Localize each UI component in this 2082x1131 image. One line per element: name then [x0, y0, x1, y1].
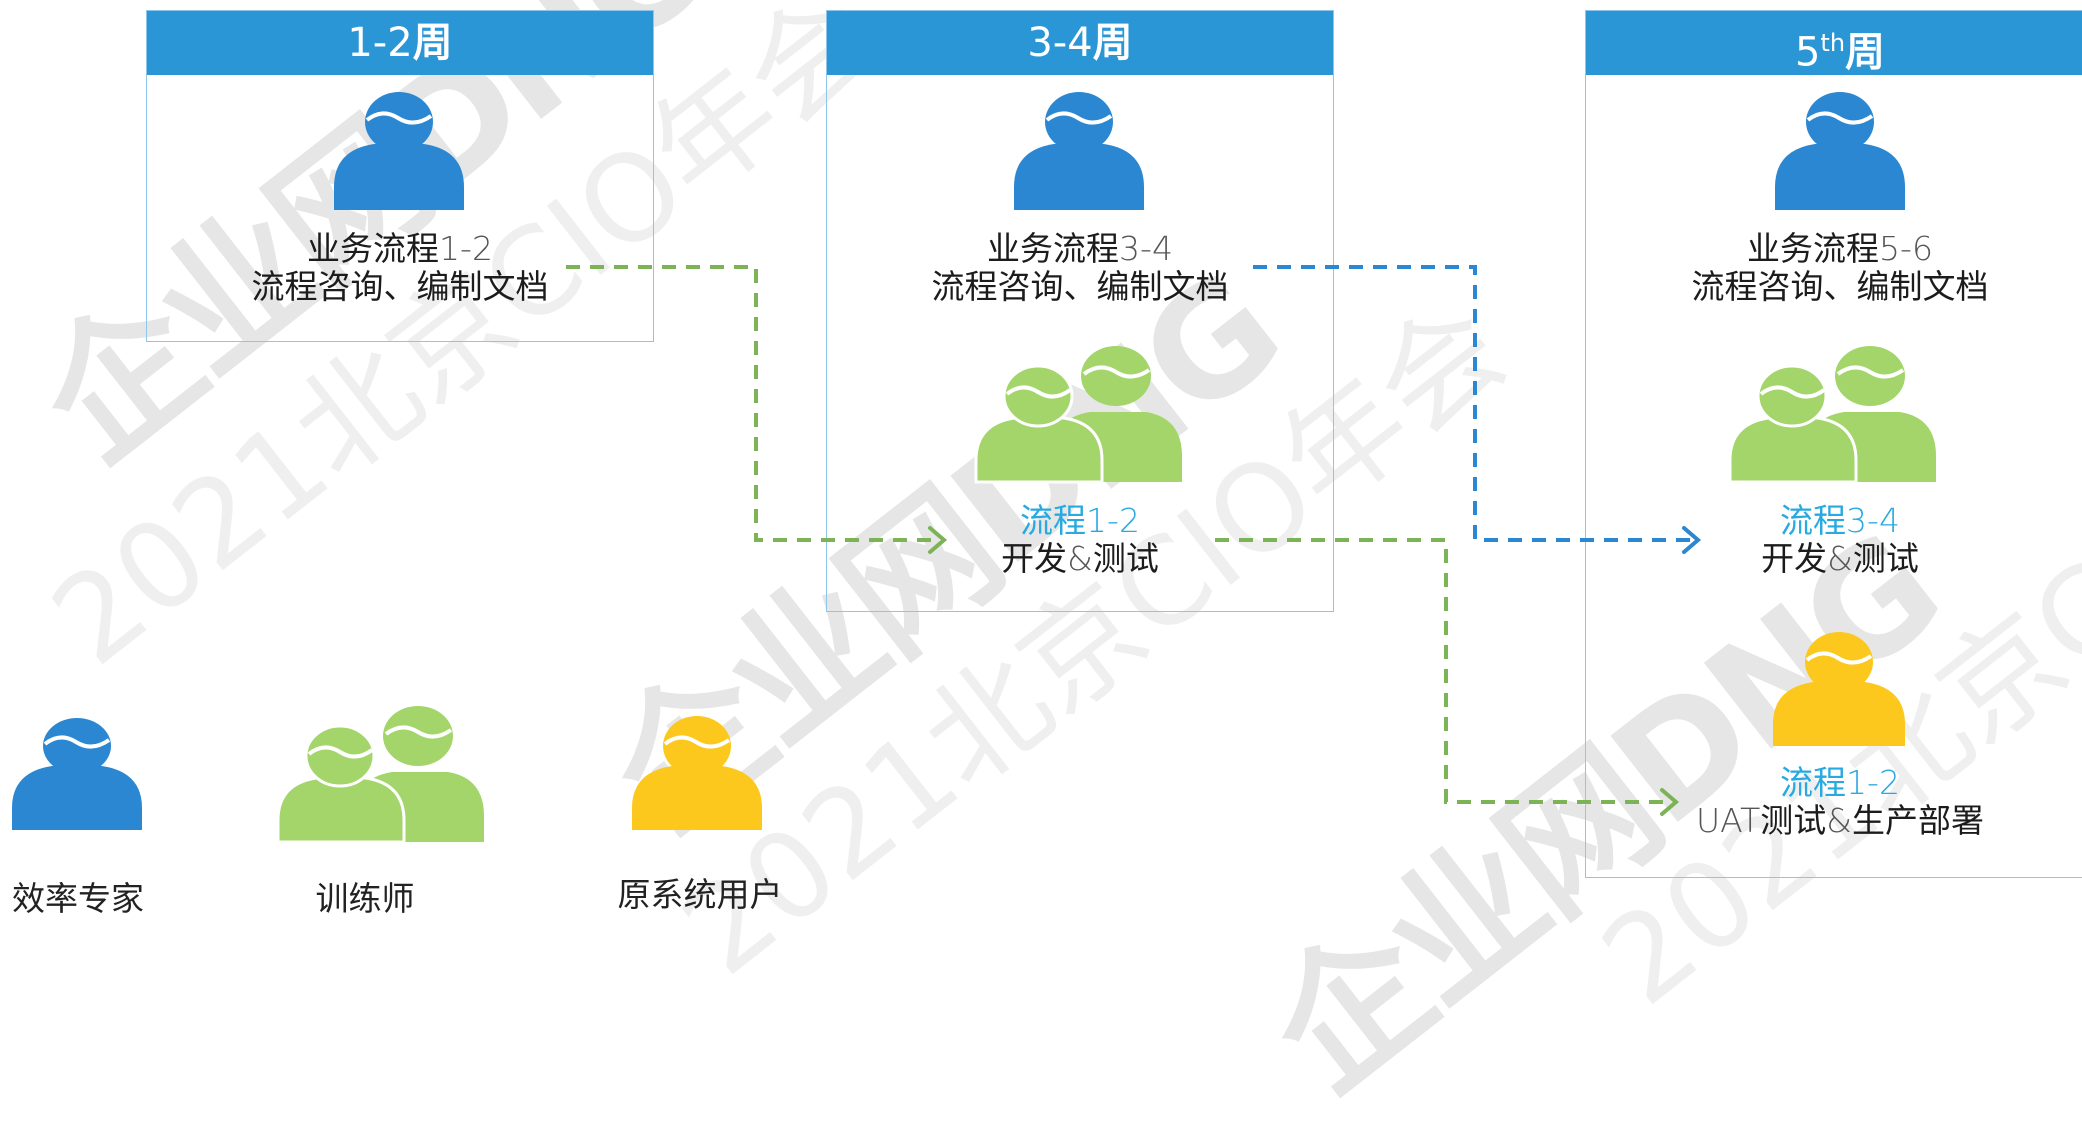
arrowhead-green-2	[1660, 788, 1680, 816]
caption-number: 1-2	[1086, 501, 1140, 540]
caption-text: 业务流程	[987, 229, 1120, 268]
caption-text: 业务流程	[307, 229, 440, 268]
trainer-icon	[1728, 346, 1936, 484]
user-icon	[1773, 632, 1905, 746]
caption-number: 1-2	[439, 229, 493, 268]
caption-number: 3-4	[1846, 501, 1900, 540]
trainer-caption-week-5: 流程3-4 开发&测试	[1680, 502, 2000, 578]
week-3-4-box: 3-4周	[826, 10, 1334, 612]
caption-text: 开发	[1761, 539, 1828, 578]
flow-arrows	[566, 265, 1702, 816]
arrowhead-green-1	[928, 526, 948, 554]
expert-caption-week-3-4: 业务流程3-4 流程咨询、编制文档	[920, 230, 1240, 306]
flow-arrow-expert-to-trainer	[566, 265, 935, 542]
diagram-canvas: 企业网DNG 2021北京CIO年会 企业网DNG 2021北京CIO年会 企业…	[12, 0, 2082, 1125]
week-1-2-header: 1-2周	[147, 11, 653, 75]
caption-text: 开发	[1001, 539, 1068, 578]
week-header-suffix: 周	[1845, 29, 1886, 76]
legend-label-user: 原系统用户	[617, 875, 783, 914]
legend-label-trainer: 训练师	[315, 879, 415, 918]
expert-caption-week-5: 业务流程5-6 流程咨询、编制文档	[1680, 230, 2000, 306]
week-5-header: 5th周	[1586, 11, 2082, 75]
caption-text: 流程咨询、编制文档	[251, 267, 549, 306]
expert-caption-week-1-2: 业务流程1-2 流程咨询、编制文档	[240, 230, 560, 306]
legend-expert-icon	[12, 718, 142, 830]
caption-number: 1-2	[1846, 763, 1900, 802]
week-5-box: 5th周	[1585, 10, 2082, 878]
caption-ampersand: &	[1067, 539, 1093, 578]
week-3-4-header: 3-4周	[827, 11, 1333, 75]
flow-arrow-trainer-to-user	[1215, 538, 1668, 804]
legend-user-icon	[632, 716, 762, 830]
caption-text: UAT	[1695, 801, 1761, 840]
caption-text: 业务流程	[1747, 229, 1880, 268]
legend-trainer-icon	[276, 706, 484, 844]
caption-text: 流程	[1780, 763, 1847, 802]
trainer-icon	[974, 346, 1182, 484]
week-header-number: 5	[1794, 29, 1821, 76]
legend-label-expert: 效率专家	[12, 879, 144, 918]
week-header-suffix: 周	[412, 20, 453, 66]
expert-icon	[1014, 92, 1144, 210]
caption-text: 测试	[1092, 539, 1159, 578]
caption-text: 流程	[1020, 501, 1087, 540]
caption-text: 测试	[1760, 801, 1827, 840]
caption-text: 测试	[1852, 539, 1919, 578]
caption-text: 流程	[1780, 501, 1847, 540]
expert-icon	[1775, 92, 1905, 210]
arrowhead-blue	[1682, 526, 1702, 554]
caption-number: 3-4	[1119, 229, 1173, 268]
expert-icon	[334, 92, 464, 210]
caption-text: 流程咨询、编制文档	[931, 267, 1229, 306]
week-header-suffix: 周	[1092, 20, 1133, 66]
week-1-2-box: 1-2周	[146, 10, 654, 342]
week-header-superscript: th	[1820, 29, 1846, 57]
week-header-number: 1-2	[347, 20, 413, 66]
caption-ampersand: &	[1826, 801, 1853, 840]
trainer-caption-week-3-4: 流程1-2 开发&测试	[920, 502, 1240, 578]
caption-number: 5-6	[1879, 229, 1933, 268]
caption-text: 生产部署	[1852, 801, 1985, 840]
caption-text: 流程咨询、编制文档	[1691, 267, 1989, 306]
week-header-number: 3-4	[1027, 20, 1093, 66]
flow-arrow-expert-to-trainer-wk5	[1253, 265, 1690, 542]
caption-ampersand: &	[1827, 539, 1853, 578]
user-caption-week-5: 流程1-2 UAT测试&生产部署	[1680, 764, 2000, 840]
